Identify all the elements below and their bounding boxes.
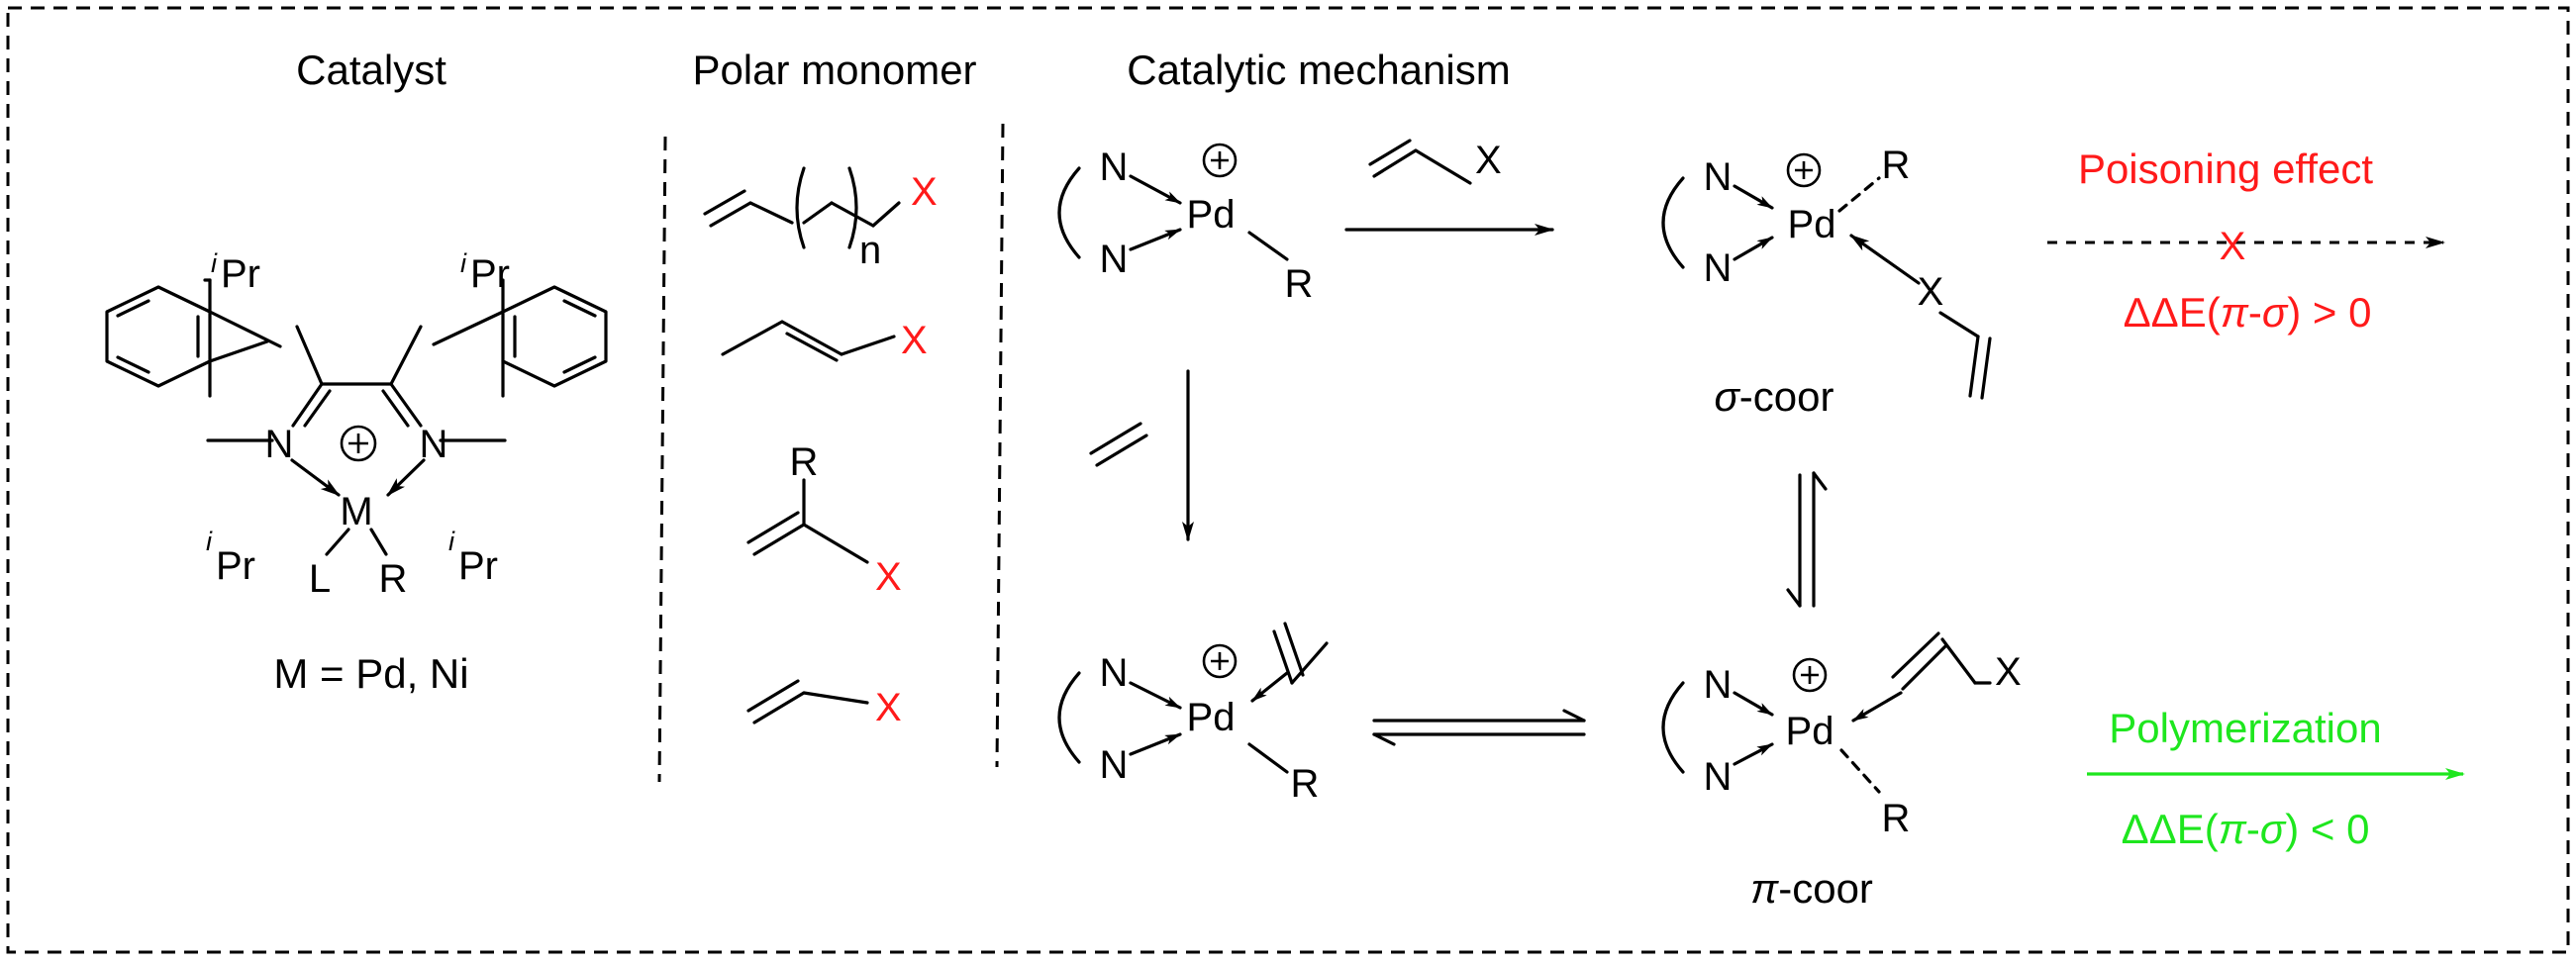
equilibrium-forward-head <box>1562 709 1586 723</box>
ipr-bottom-left: i Pr <box>206 527 255 588</box>
catalyst-ligand-r: R <box>379 557 408 601</box>
svg-text:i: i <box>460 248 467 278</box>
complexC-pd: Pd <box>1187 696 1236 739</box>
complexB-n2: N <box>1704 246 1733 290</box>
complexC-n2: N <box>1100 743 1129 787</box>
reagent-vinyl-x <box>1368 139 1472 185</box>
complexD-n2: N <box>1704 755 1733 799</box>
monomer-chain-n <box>703 166 901 249</box>
catalyst-ligand-l: L <box>309 557 331 601</box>
complexB-x: X <box>1918 270 1944 314</box>
monomer-internal-olefin <box>721 320 896 362</box>
divider-left <box>657 136 667 783</box>
svg-text:Pr: Pr <box>216 544 255 588</box>
complexA-r: R <box>1285 262 1314 306</box>
equilibrium-sigma-pi-up-head <box>1812 471 1828 491</box>
monomer-n-subscript: n <box>859 229 881 272</box>
svg-text:i: i <box>448 527 455 556</box>
monomer-disubstituted <box>746 478 869 564</box>
reagent-ethylene <box>1089 422 1148 467</box>
complex-ethylene <box>1057 622 1329 774</box>
catalyst-structure <box>105 278 608 556</box>
outer-dashed-frame <box>6 6 2570 954</box>
complexA-pd: Pd <box>1187 193 1236 237</box>
poison-label: Poisoning effect <box>2078 145 2373 192</box>
sigma-coor-label: σ-coor <box>1714 373 1833 420</box>
equilibrium-reverse-head <box>1372 732 1396 746</box>
equilibrium-sigma-pi-down-head <box>1786 588 1802 608</box>
reagent-x: X <box>1475 139 1502 182</box>
complexD-x: X <box>1995 650 2022 694</box>
pi-coor-label: π-coor <box>1750 865 1873 912</box>
polymerization-label: Polymerization <box>2109 705 2381 751</box>
complex-pi <box>1661 631 1992 794</box>
monomer-vinyl <box>746 679 869 724</box>
monomer-title: Polar monomer <box>692 47 976 93</box>
svg-text:Pr: Pr <box>470 252 510 296</box>
polymerization-energy: ΔΔE(π-σ) < 0 <box>2122 806 2370 852</box>
ipr-top-right: i Pr <box>460 248 510 296</box>
poison-blocked-mark: X <box>2220 225 2246 268</box>
svg-text:i: i <box>206 527 213 556</box>
complexD-n1: N <box>1704 663 1733 707</box>
poison-energy: ΔΔE(π-σ) > 0 <box>2124 289 2372 336</box>
catalyst-title: Catalyst <box>296 47 446 93</box>
svg-text:Pr: Pr <box>458 544 498 588</box>
complex-pd-alkyl <box>1057 143 1289 261</box>
ipr-bottom-right: i Pr <box>448 527 498 588</box>
complexB-r: R <box>1882 144 1911 187</box>
complexD-r: R <box>1882 797 1911 840</box>
monomer3-r: R <box>790 440 819 484</box>
divider-right <box>995 123 1005 768</box>
svg-text:i: i <box>211 248 218 278</box>
svg-text:Pr: Pr <box>221 252 260 296</box>
ipr-top-left: i Pr <box>211 248 260 296</box>
catalyst-n-right: N <box>420 423 448 466</box>
complexB-pd: Pd <box>1788 203 1836 246</box>
monomer4-x: X <box>875 686 902 729</box>
complexD-pd: Pd <box>1786 710 1834 753</box>
catalyst-metal: M <box>340 490 372 533</box>
monomer2-x: X <box>901 319 928 362</box>
mechanism-title: Catalytic mechanism <box>1127 47 1510 93</box>
catalyst-metal-formula: M = Pd, Ni <box>273 650 468 697</box>
complexA-n2: N <box>1100 238 1129 281</box>
monomer3-x: X <box>875 555 902 599</box>
complexC-n1: N <box>1100 651 1129 695</box>
complexB-n1: N <box>1704 155 1733 199</box>
complexA-n1: N <box>1100 145 1129 189</box>
complex-sigma <box>1661 152 1992 400</box>
catalyst-n-left: N <box>265 423 294 466</box>
monomer1-x: X <box>911 170 938 214</box>
complexC-r: R <box>1291 762 1320 806</box>
